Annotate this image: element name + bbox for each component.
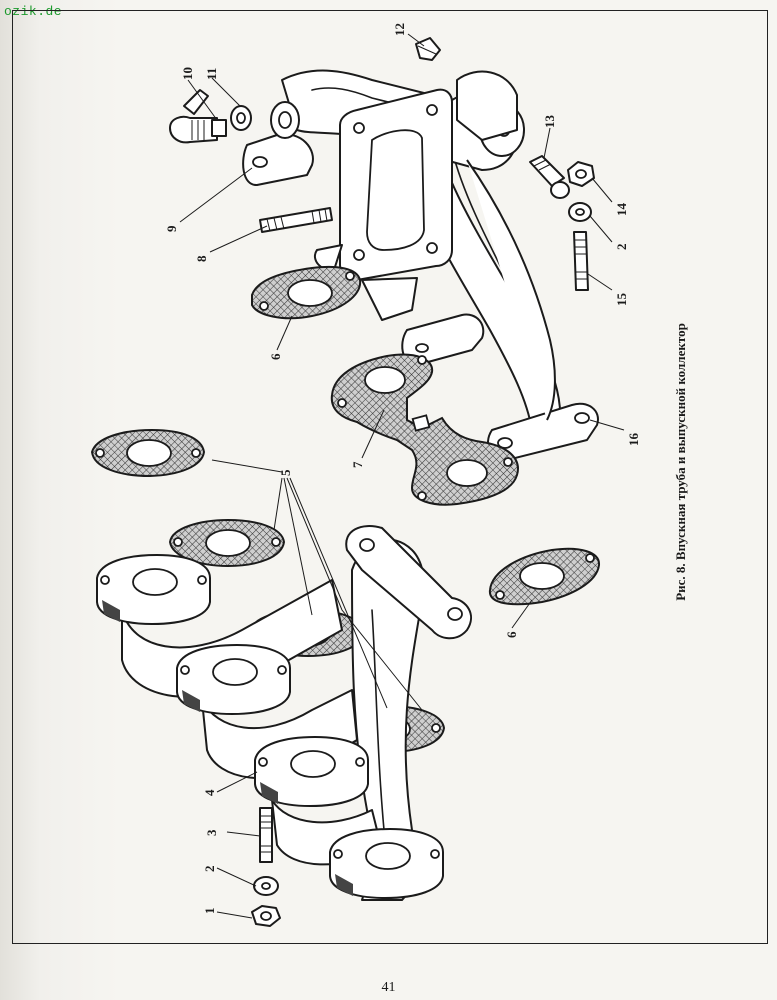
- washer-2-exhaust: [253, 876, 279, 896]
- callout-15: 15: [614, 293, 629, 307]
- callout-11: 11: [204, 68, 219, 80]
- stud-15: [573, 231, 589, 291]
- callout-2-intake: 2: [614, 244, 629, 251]
- plug-12: [415, 37, 441, 61]
- washer-2-intake: [568, 202, 592, 222]
- exhaust-gasket-6: [488, 547, 601, 606]
- exploded-view-diagram: 1 2 3 4 5 6 6 7 8 9 10 11 12 13 14 2 15 …: [90, 23, 641, 927]
- fitting-13: [529, 155, 570, 199]
- exhaust-flange-2: [176, 644, 291, 715]
- callout-16: 16: [626, 433, 641, 447]
- callout-labels: 1 2 3 4 5 6 6 7 8 9 10 11 12 13 14 2 15 …: [164, 23, 641, 914]
- callout-6-lower: 6: [504, 631, 519, 638]
- callout-13: 13: [542, 115, 557, 129]
- nut-1: [251, 905, 281, 927]
- callout-9: 9: [164, 225, 179, 232]
- leader-lines: [179, 33, 625, 919]
- exhaust-flange-1: [96, 554, 211, 625]
- callout-10: 10: [180, 67, 195, 80]
- washer-11: [230, 105, 252, 131]
- watermark: ozik.de: [4, 4, 63, 19]
- intake-gasket-small: [251, 265, 362, 320]
- callout-8: 8: [194, 255, 209, 262]
- callout-6-upper: 6: [268, 353, 283, 360]
- manifold-gasket-long: [330, 353, 519, 506]
- callout-7: 7: [350, 461, 365, 468]
- figure-caption: Рис. 8. Впускная труба и выпускной колле…: [673, 323, 688, 601]
- stud-3: [259, 807, 273, 863]
- intake-manifold: [242, 69, 599, 462]
- stud-8: [259, 207, 333, 233]
- page-number: 41: [381, 980, 396, 995]
- callout-14: 14: [614, 203, 629, 217]
- exhaust-flange-4: [254, 736, 369, 807]
- callout-5: 5: [278, 469, 293, 476]
- callout-2-exhaust: 2: [202, 866, 217, 873]
- exhaust-flange-outlet: [329, 828, 444, 899]
- callout-1: 1: [202, 908, 217, 915]
- nut-14: [567, 161, 595, 187]
- fitting-10: [169, 89, 227, 144]
- figure-frame: [12, 10, 768, 944]
- exhaust-manifold: [96, 525, 472, 901]
- callout-3: 3: [204, 829, 219, 836]
- callout-12: 12: [392, 23, 407, 36]
- callout-4: 4: [202, 789, 217, 796]
